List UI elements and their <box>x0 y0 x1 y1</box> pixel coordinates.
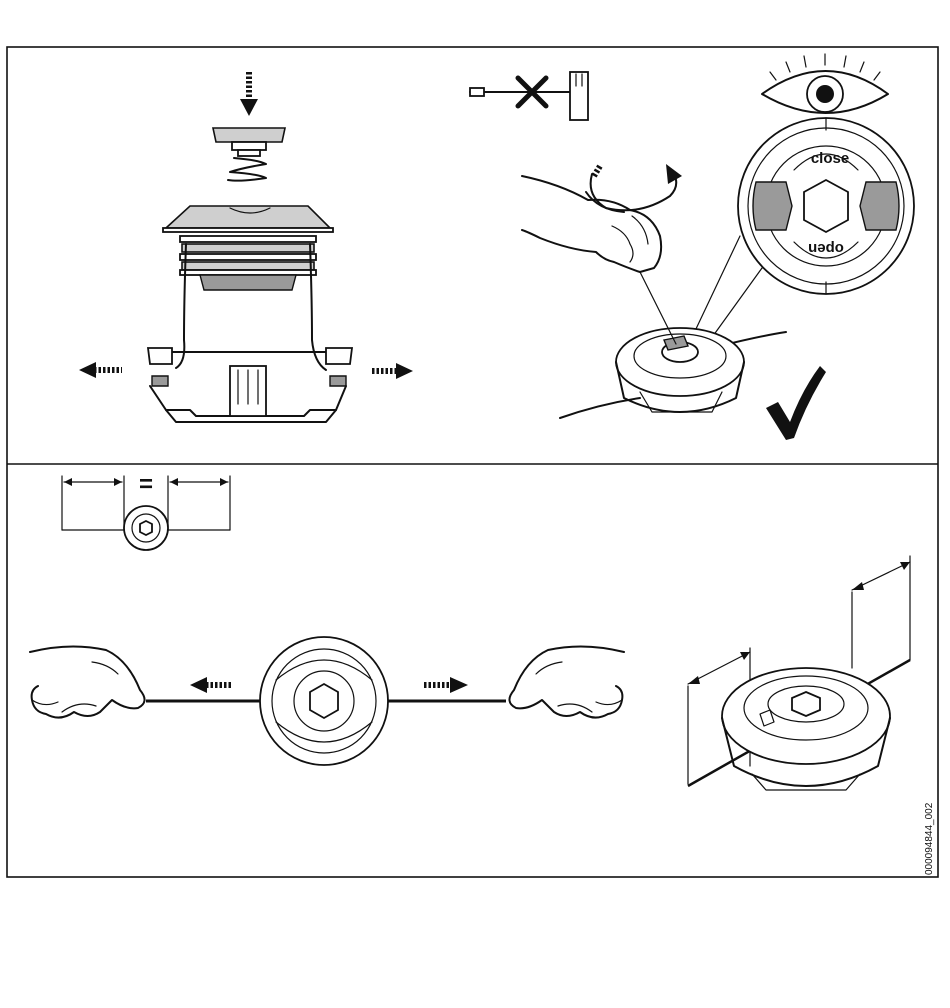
equal-length-icon: = <box>62 471 230 550</box>
equals-sign: = <box>139 471 153 498</box>
hand-turning-knob <box>522 164 682 272</box>
eye-icon <box>762 54 888 113</box>
left-arrow-icon <box>190 677 232 693</box>
tool-forbidden <box>470 72 588 120</box>
dial-label-open: open <box>808 240 844 257</box>
right-arrow-icon <box>424 677 468 693</box>
down-arrow-icon <box>240 72 258 116</box>
trimmer-head-perspective <box>688 556 910 790</box>
hands-pulling-line <box>30 637 624 765</box>
dial-label-close: close <box>811 150 849 167</box>
left-arrow-icon <box>79 362 122 378</box>
check-icon <box>766 366 826 440</box>
dial-magnifier: close open <box>686 118 914 354</box>
trimmer-head-small <box>560 272 786 418</box>
right-arrow-icon <box>372 363 413 379</box>
exploded-trimmer-head <box>79 72 413 422</box>
